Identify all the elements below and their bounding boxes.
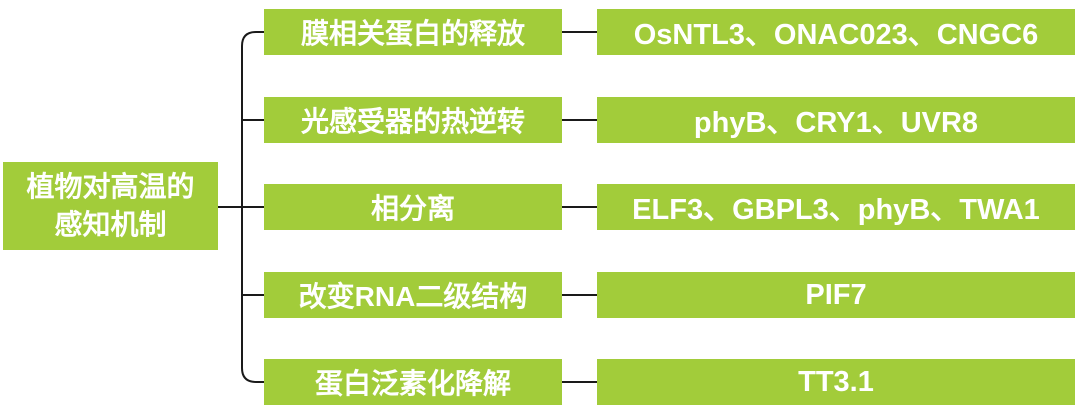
mechanism-node-rna-secondary-structure: 改变RNA二级结构: [264, 272, 562, 318]
mechanism-label: 光感受器的热逆转: [300, 106, 525, 137]
root-node: 植物对高温的感知机制: [3, 162, 218, 250]
mechanism-label: 相分离: [370, 193, 455, 224]
example-label: phyB、CRY1、UVR8: [693, 107, 979, 139]
example-label: PIF7: [805, 278, 867, 311]
example-node-membrane-protein-release: OsNTL3、ONAC023、CNGC6: [597, 9, 1075, 55]
root-label: 植物对高温的感知机制: [26, 171, 195, 240]
mechanism-label: 膜相关蛋白的释放: [300, 18, 525, 49]
mechanism-label: 蛋白泛素化降解: [314, 368, 511, 399]
mechanism-node-photoreceptor-thermal-reversion: 光感受器的热逆转: [264, 97, 562, 143]
example-label: OsNTL3、ONAC023、CNGC6: [633, 19, 1039, 51]
example-label: TT3.1: [798, 365, 874, 398]
example-label: ELF3、GBPL3、phyB、TWA1: [632, 194, 1040, 226]
mechanism-node-protein-ubiquitination: 蛋白泛素化降解: [264, 359, 562, 405]
example-node-photoreceptor-thermal-reversion: phyB、CRY1、UVR8: [597, 97, 1075, 143]
example-node-rna-secondary-structure: PIF7: [597, 272, 1075, 318]
mechanism-node-phase-separation: 相分离: [264, 184, 562, 230]
mechanism-label: 改变RNA二级结构: [298, 281, 528, 312]
example-node-protein-ubiquitination: TT3.1: [597, 359, 1075, 405]
mechanism-node-membrane-protein-release: 膜相关蛋白的释放: [264, 9, 562, 55]
example-node-phase-separation: ELF3、GBPL3、phyB、TWA1: [597, 184, 1075, 230]
